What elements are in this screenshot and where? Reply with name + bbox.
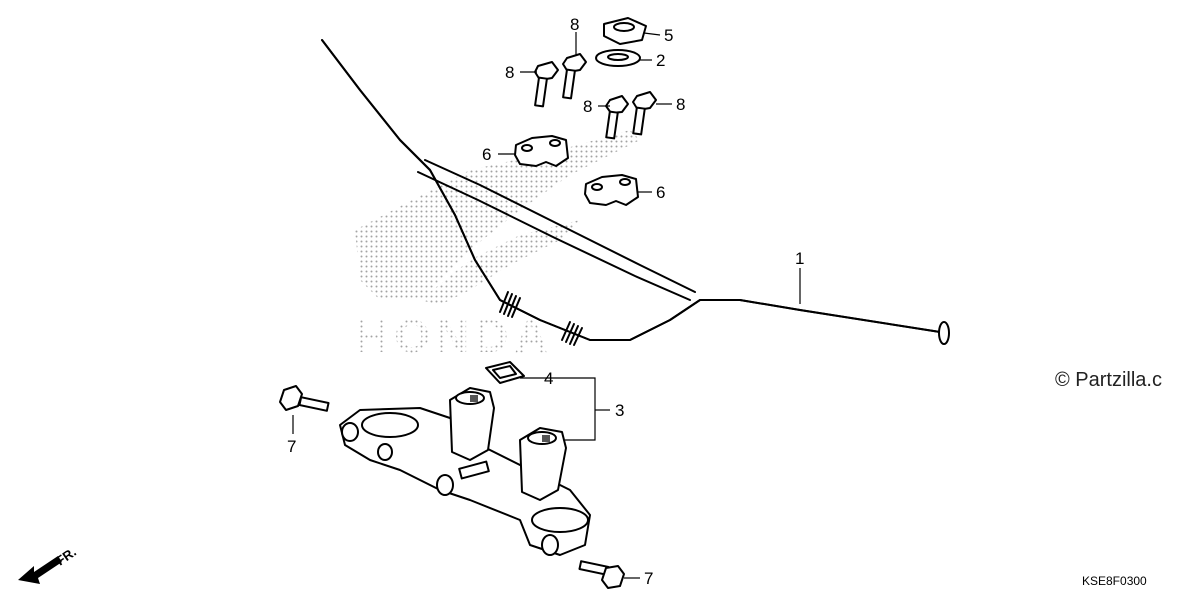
callout-1: 1 bbox=[795, 249, 804, 268]
bolt-8-b[interactable] bbox=[562, 53, 587, 100]
bolt-7-a[interactable] bbox=[279, 385, 330, 412]
callout-7-a: 7 bbox=[287, 437, 296, 456]
callout-2: 2 bbox=[656, 51, 665, 70]
honda-wordmark: HONDA bbox=[355, 310, 554, 362]
bolt-7-b[interactable] bbox=[578, 560, 625, 589]
plate[interactable] bbox=[485, 361, 525, 384]
handlebar[interactable] bbox=[321, 39, 950, 346]
front-direction-arrow: FR. bbox=[18, 544, 79, 584]
washer[interactable] bbox=[595, 49, 641, 67]
honda-logo-background: HONDA bbox=[355, 130, 640, 362]
callout-8-c: 8 bbox=[583, 97, 592, 116]
callout-8-a: 8 bbox=[505, 63, 514, 82]
callout-8-d: 8 bbox=[676, 95, 685, 114]
partzilla-watermark: © Partzilla.c bbox=[1055, 369, 1162, 391]
bolt-8-a[interactable] bbox=[534, 61, 559, 108]
callout-7-b: 7 bbox=[644, 569, 653, 588]
knurl-right bbox=[561, 321, 583, 346]
bolt-8-d[interactable] bbox=[632, 91, 657, 136]
diagram-code: KSE8F0300 bbox=[1082, 574, 1147, 588]
top-bridge[interactable] bbox=[339, 387, 591, 556]
callout-6-b: 6 bbox=[656, 183, 665, 202]
callout-5: 5 bbox=[664, 26, 673, 45]
leader-lines bbox=[292, 32, 801, 579]
callout-8-b: 8 bbox=[570, 15, 579, 34]
upper-holder-a[interactable] bbox=[514, 135, 569, 167]
upper-holder-b[interactable] bbox=[584, 174, 639, 206]
knurl-left bbox=[499, 291, 521, 318]
callout-3: 3 bbox=[615, 401, 624, 420]
callout-6-a: 6 bbox=[482, 145, 491, 164]
callout-4: 4 bbox=[544, 369, 553, 388]
bolt-8-c[interactable] bbox=[605, 95, 629, 140]
nut[interactable] bbox=[603, 17, 647, 45]
